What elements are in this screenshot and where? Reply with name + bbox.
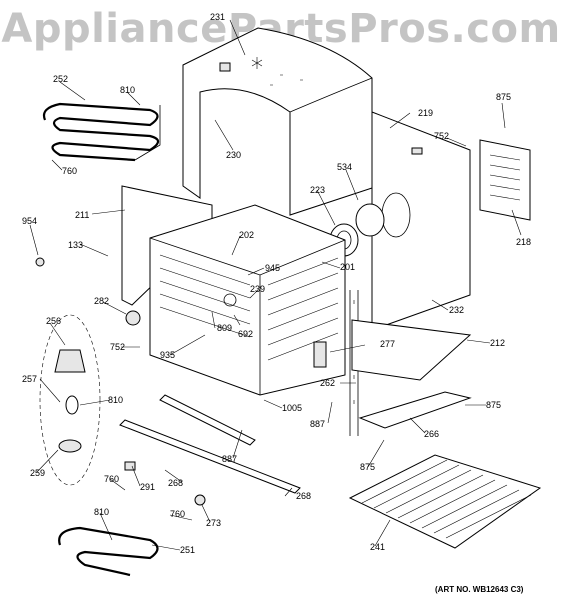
callout-252: 252 xyxy=(53,74,68,84)
callout-212: 212 xyxy=(490,338,505,348)
callout-291: 291 xyxy=(140,482,155,492)
callout-259: 259 xyxy=(30,468,45,478)
callout-760: 760 xyxy=(62,166,77,176)
callout-810b: 810 xyxy=(108,395,123,405)
callout-232: 232 xyxy=(449,305,464,315)
callout-218: 218 xyxy=(516,237,531,247)
callout-268: 268 xyxy=(168,478,183,488)
callout-201: 201 xyxy=(340,262,355,272)
art-number: (ART NO. WB12643 C3) xyxy=(435,585,524,594)
broil-element-part xyxy=(42,102,161,162)
callout-1005: 1005 xyxy=(282,403,302,413)
callout-268b: 268 xyxy=(296,491,311,501)
callout-231: 231 xyxy=(210,12,225,22)
rail-parts xyxy=(119,394,301,494)
back-panel-part xyxy=(371,111,471,331)
callout-692: 692 xyxy=(238,329,253,339)
bottom-panel-part xyxy=(351,319,472,381)
callout-257: 257 xyxy=(22,374,37,384)
callout-809: 809 xyxy=(217,323,232,333)
leader-lines xyxy=(29,19,522,551)
callout-954: 954 xyxy=(22,216,37,226)
oven-rack-part xyxy=(348,454,542,549)
bracket-part xyxy=(313,341,327,368)
callout-230: 230 xyxy=(226,150,241,160)
callout-241: 241 xyxy=(370,542,385,552)
fastener-parts xyxy=(35,257,206,506)
callout-810: 810 xyxy=(120,85,135,95)
callout-875c: 875 xyxy=(360,462,375,472)
callout-875: 875 xyxy=(496,92,511,102)
callout-887b: 887 xyxy=(222,454,237,464)
callout-752b: 752 xyxy=(110,342,125,352)
callout-133: 133 xyxy=(68,240,83,250)
callout-760b: 760 xyxy=(104,474,119,484)
callout-labels: 231 252 810 760 230 219 875 752 218 954 … xyxy=(22,12,531,555)
callout-887: 887 xyxy=(310,419,325,429)
callout-875b: 875 xyxy=(486,400,501,410)
callout-266: 266 xyxy=(424,429,439,439)
callout-760c: 760 xyxy=(170,509,185,519)
callout-219: 219 xyxy=(418,108,433,118)
callout-752: 752 xyxy=(434,131,449,141)
callout-251: 251 xyxy=(180,545,195,555)
bake-element-part xyxy=(58,526,159,577)
callout-945: 945 xyxy=(265,263,280,273)
callout-935: 935 xyxy=(160,350,175,360)
outer-wrapper-part xyxy=(182,27,373,216)
callout-277: 277 xyxy=(380,339,395,349)
lower-trim-part xyxy=(358,391,472,429)
callout-223: 223 xyxy=(310,185,325,195)
callout-810c: 810 xyxy=(94,507,109,517)
terminal-block-part xyxy=(479,139,531,221)
callout-202: 202 xyxy=(239,230,254,240)
callout-239: 239 xyxy=(250,284,265,294)
callout-256: 256 xyxy=(46,316,61,326)
callout-282: 282 xyxy=(94,296,109,306)
callout-273: 273 xyxy=(206,518,221,528)
callout-534: 534 xyxy=(337,162,352,172)
light-assembly-part xyxy=(39,314,101,486)
oven-cavity-part xyxy=(149,204,346,396)
callout-262: 262 xyxy=(320,378,335,388)
callout-211: 211 xyxy=(75,210,89,220)
